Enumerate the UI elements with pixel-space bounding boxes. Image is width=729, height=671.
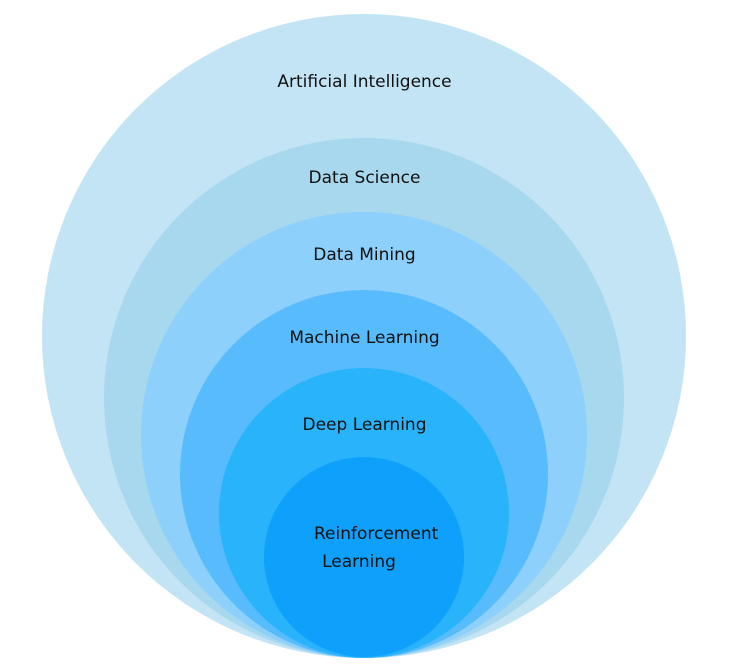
label-data-science: Data Science (308, 168, 421, 188)
label-artificial-intelligence: Artificial Intelligence (277, 72, 452, 92)
label-deep-learning: Deep Learning (302, 415, 427, 435)
circle-reinforcement-learning (264, 457, 464, 657)
label-machine-learning: Machine Learning (289, 328, 440, 348)
label-data-mining: Data Mining (313, 245, 416, 265)
label-reinforcement-learning: Reinforcement Learning (314, 524, 439, 572)
